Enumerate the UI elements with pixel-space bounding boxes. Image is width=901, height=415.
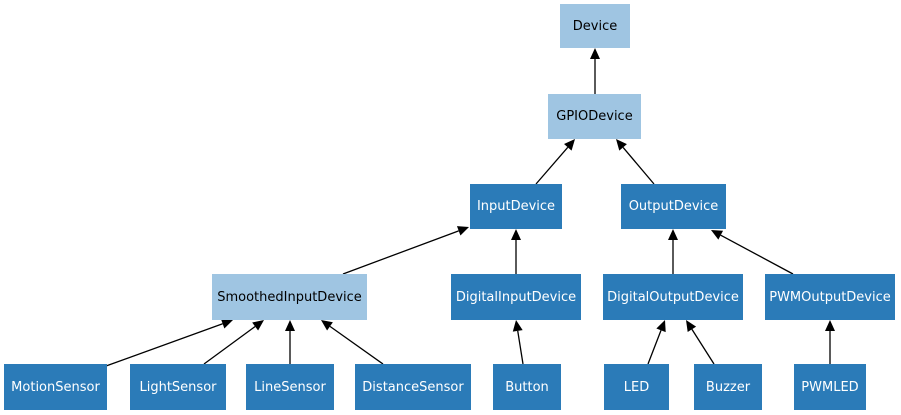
edge-line — [647, 330, 662, 365]
node-label: SmoothedInputDevice — [217, 289, 362, 305]
edge-line-to-smoothed — [285, 320, 295, 364]
edge-button-to-digitalinput — [512, 320, 524, 365]
node-label: Buzzer — [705, 379, 751, 395]
arrowhead-icon — [616, 139, 627, 151]
node-led: LED — [604, 364, 669, 410]
arrowhead-icon — [686, 320, 697, 332]
edge-output-to-gpio — [616, 139, 655, 185]
node-label: LED — [623, 379, 650, 395]
edge-line — [329, 325, 384, 365]
edge-line — [622, 146, 655, 185]
arrowhead-icon — [220, 319, 233, 329]
node-label: PWMOutputDevice — [769, 289, 891, 305]
edge-line — [517, 330, 524, 365]
node-label: GPIODevice — [556, 109, 633, 124]
node-label: MotionSensor — [11, 379, 100, 395]
node-label: OutputDevice — [628, 199, 719, 214]
edge-input-to-gpio — [535, 139, 575, 185]
arrowhead-icon — [456, 226, 469, 236]
node-gpio: GPIODevice — [548, 94, 641, 139]
node-label: PWMLED — [801, 379, 859, 395]
edge-pwmled-to-pwmoutput — [825, 320, 835, 364]
node-input: InputDevice — [470, 184, 562, 229]
edge-pwmoutput-to-output — [711, 230, 794, 275]
node-label: DigitalOutputDevice — [607, 289, 739, 305]
node-label: Button — [505, 379, 549, 395]
edge-digitalinput-to-input — [511, 229, 521, 274]
arrowhead-icon — [321, 320, 333, 331]
node-label: DigitalInputDevice — [455, 289, 577, 305]
arrowhead-icon — [590, 48, 600, 59]
edge-light-to-smoothed — [203, 320, 264, 365]
edge-motion-to-smoothed — [105, 319, 233, 367]
arrowhead-icon — [656, 320, 666, 333]
edge-line — [720, 234, 794, 275]
edge-buzzer-to-digitaloutput — [686, 320, 715, 365]
edge-gpio-to-device — [590, 48, 600, 94]
node-label: Device — [572, 18, 618, 34]
arrowhead-icon — [512, 320, 523, 332]
arrowhead-icon — [825, 320, 835, 331]
edge-line — [691, 328, 715, 365]
arrowhead-icon — [285, 320, 295, 331]
node-line: LineSensor — [246, 364, 334, 410]
arrowhead-icon — [668, 229, 678, 240]
edge-line — [105, 323, 223, 367]
node-light: LightSensor — [130, 364, 226, 410]
node-buzzer: Buzzer — [694, 364, 762, 410]
node-device: Device — [560, 4, 630, 48]
edge-line — [203, 325, 256, 365]
node-pwmled: PWMLED — [794, 364, 866, 410]
node-pwmoutput: PWMOutputDevice — [765, 274, 895, 320]
node-button: Button — [493, 364, 561, 410]
node-label: LineSensor — [254, 379, 326, 395]
node-label: DistanceSensor — [362, 379, 464, 395]
node-label: LightSensor — [139, 379, 217, 395]
node-motion: MotionSensor — [4, 364, 107, 410]
edge-distance-to-smoothed — [321, 320, 384, 365]
arrowhead-icon — [511, 229, 521, 240]
arrowhead-icon — [252, 320, 264, 331]
node-digitalinput: DigitalInputDevice — [451, 274, 581, 320]
arrowhead-icon — [711, 230, 724, 240]
node-digitaloutput: DigitalOutputDevice — [603, 274, 743, 320]
edge-led-to-digitaloutput — [647, 320, 666, 365]
arrowhead-icon — [564, 139, 575, 151]
node-smoothed: SmoothedInputDevice — [212, 274, 367, 320]
edge-line — [342, 230, 459, 275]
edge-smoothed-to-input — [342, 226, 469, 275]
edge-line — [535, 146, 569, 185]
node-distance: DistanceSensor — [355, 364, 471, 410]
edge-digitaloutput-to-output — [668, 229, 678, 274]
node-label: InputDevice — [476, 199, 556, 214]
node-output: OutputDevice — [621, 184, 726, 229]
